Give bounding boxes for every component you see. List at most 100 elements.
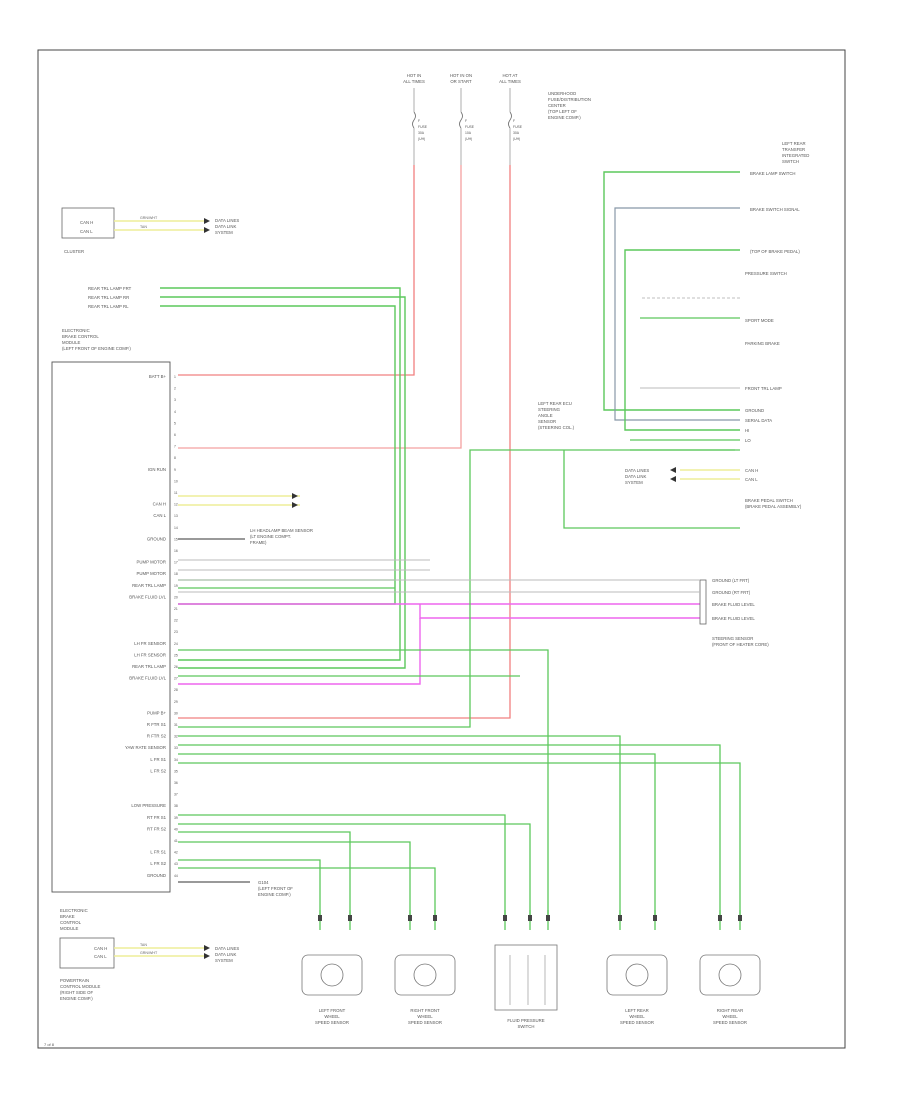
fuse-2-line3: 10A — [465, 131, 472, 135]
left-wiring-note-2: (LT ENGINE COMPT. — [250, 534, 291, 539]
right-top-label-15: (BRAKE PEDAL ASSEMBLY) — [745, 504, 802, 509]
bottom-left-pin-1: CAN H — [94, 946, 107, 951]
abs-pin-number: 34 — [174, 758, 178, 762]
power-sources: HOT IN ALL TIMES HOT IN ON OR START HOT … — [403, 73, 591, 165]
abs-pin-number: 36 — [174, 781, 178, 785]
abs-grounding: G104 (LEFT FRONT OF ENGINE COMP.) — [258, 880, 293, 897]
fuse-3-line2: FUSE — [513, 125, 523, 129]
underhood-fuse-block-line5: ENGINE COMP.) — [548, 115, 581, 120]
abs-pin-label: BATT B+ — [149, 374, 167, 379]
right-top-label-13: CAN L — [745, 477, 758, 482]
bottom-left-module: ELECTRONIC BRAKE CONTROL MODULE CAN H CA… — [59, 908, 239, 1001]
sensor-2-line2: WHEEL — [417, 1014, 433, 1019]
abs-pin-label: RT FR S2 — [147, 826, 167, 831]
bottom-left-title-3: CONTROL — [60, 920, 82, 925]
abs-pin-number: 32 — [174, 735, 178, 739]
abs-pin-number: 30 — [174, 711, 178, 715]
fuse-1-line4: (UH) — [418, 137, 425, 141]
sensor-4-line3: SPEED SENSOR — [620, 1020, 654, 1025]
bottom-sensors: LEFT FRONT WHEEL SPEED SENSOR RIGHT FRON… — [301, 910, 761, 1029]
underhood-fuse-block-line3: CENTER — [548, 103, 566, 108]
bottom-left-wire-1: TAN — [140, 943, 147, 947]
right-top-label-6: PARKING BRAKE — [745, 341, 780, 346]
abs-pin-label: L FR S1 — [150, 757, 166, 762]
right-top-center-3: ANGLE — [538, 413, 553, 418]
sensor-3-line1: FLUID PRESSURE — [507, 1018, 544, 1023]
cluster-wire-color-2: TAN — [140, 225, 147, 229]
right-top-center-1: LEFT REAR ECU — [538, 401, 572, 406]
fluid-pressure-switch: FLUID PRESSURE SWITCH — [494, 944, 558, 1029]
bottom-left-caption-1: POWERTRAIN — [60, 978, 89, 983]
bottom-left-title-1: ELECTRONIC — [60, 908, 88, 913]
abs-pin-number: 21 — [174, 607, 178, 611]
right-top-data-link-1: DATA LINES — [625, 468, 649, 473]
cluster-destination-line3: SYSTEM — [215, 230, 233, 235]
cluster-destination-line1: DATA LINES — [215, 218, 239, 223]
steering-sensor-caption-1: STEERING SENSOR — [712, 636, 753, 641]
left-rear-wheel-speed-sensor: LEFT REAR WHEEL SPEED SENSOR — [606, 954, 668, 1025]
abs-pin-number: 4 — [174, 410, 176, 414]
sensor-2-line1: RIGHT FRONT — [410, 1008, 440, 1013]
abs-pin-label: IGN RUN — [148, 467, 166, 472]
cluster-wire-color-1: GRN/WHT — [140, 216, 158, 220]
abs-pin-label: R FTR S1 — [147, 722, 167, 727]
abs-pin-number: 7 — [174, 445, 176, 449]
abs-pin-number: 14 — [174, 526, 178, 530]
abs-pin-number: 25 — [174, 653, 178, 657]
fuse-2-icon — [459, 111, 463, 129]
right-top-module-4: SWITCH — [782, 159, 799, 164]
sensor-5-line3: SPEED SENSOR — [713, 1020, 747, 1025]
abs-pin-number: 38 — [174, 804, 178, 808]
right-top-module-3: INTEGRATED — [782, 153, 809, 158]
abs-pin-label: GROUND — [147, 536, 166, 541]
fuse-2-line2: FUSE — [465, 125, 475, 129]
right-top-label-3: (TOP OF BRAKE PEDAL) — [750, 249, 800, 254]
fuse-1-line1: F — [418, 119, 420, 123]
abs-pin-label: LOW PRESSURE — [131, 803, 166, 808]
abs-pin-number: 16 — [174, 549, 178, 553]
bottom-left-dest-2: DATA LINK — [215, 952, 236, 957]
fuse-1-line2: FUSE — [418, 125, 428, 129]
right-top-center-2: STEERING — [538, 407, 561, 412]
abs-pin-number: 27 — [174, 677, 178, 681]
right-front-wheel-speed-sensor: RIGHT FRONT WHEEL SPEED SENSOR — [394, 954, 456, 1025]
abs-pin-number: 31 — [174, 723, 178, 727]
abs-pin-number: 18 — [174, 572, 178, 576]
right-top-label-11: LO — [745, 438, 751, 443]
vertical-feed-wires — [178, 165, 511, 719]
steering-sensor-pin-3: BRAKE FLUID LEVEL — [712, 602, 755, 607]
abs-pin-number: 23 — [174, 630, 178, 634]
right-top-label-7: FRONT TRL LAMP — [745, 386, 782, 391]
abs-pin-number: 9 — [174, 468, 176, 472]
abs-pin-number: 3 — [174, 398, 176, 402]
cluster-caption: CLUSTER — [64, 249, 84, 254]
fuse-3-line1: F — [513, 119, 515, 123]
top-left-connection-1: REAR TRL LAMP FRT — [88, 286, 132, 291]
cluster-box — [61, 207, 115, 239]
abs-module: ELECTRONIC BRAKE CONTROL MODULE (LEFT FR… — [51, 328, 178, 893]
abs-pin-number: 15 — [174, 537, 178, 541]
sensor-5-line1: RIGHT REAR — [717, 1008, 743, 1013]
cluster-module: CAN H CAN L CLUSTER GRN/WHT TAN DATA LIN… — [61, 207, 239, 254]
left-wiring-notes: LH HEADLAMP BEAM SENSOR (LT ENGINE COMPT… — [250, 528, 313, 545]
abs-grounding-line2: (LEFT FRONT OF — [258, 886, 293, 891]
bottom-left-caption-4: ENGINE COMP.) — [60, 996, 93, 1001]
underhood-fuse-block-line2: FUSE/DISTRIBUTION — [548, 97, 591, 102]
bottom-left-title-2: BRAKE — [60, 914, 75, 919]
top-left-connection-3: REAR TRL LAMP RL — [88, 304, 129, 309]
abs-pin-number: 39 — [174, 816, 178, 820]
abs-pin-number: 43 — [174, 862, 178, 866]
power-source-1-line2: ALL TIMES — [403, 79, 425, 84]
abs-pin-label: RT FR S1 — [147, 815, 167, 820]
abs-pin-label: CAN H — [153, 502, 166, 507]
abs-pin-number: 35 — [174, 769, 178, 773]
abs-pin-number: 33 — [174, 746, 178, 750]
abs-pin-number: 2 — [174, 387, 176, 391]
right-middle-connector: GROUND (LT FRT) GROUND (RT FRT) BRAKE FL… — [178, 578, 769, 647]
abs-module-title-4: (LEFT FRONT OF ENGINE COMP.) — [62, 346, 131, 351]
abs-pin-number: 20 — [174, 595, 178, 599]
bottom-left-wire-2: GRN/WHT — [140, 951, 158, 955]
abs-pin-number: 1 — [174, 375, 176, 379]
abs-pin-label: BRAKE FLUID LVL — [129, 676, 166, 681]
